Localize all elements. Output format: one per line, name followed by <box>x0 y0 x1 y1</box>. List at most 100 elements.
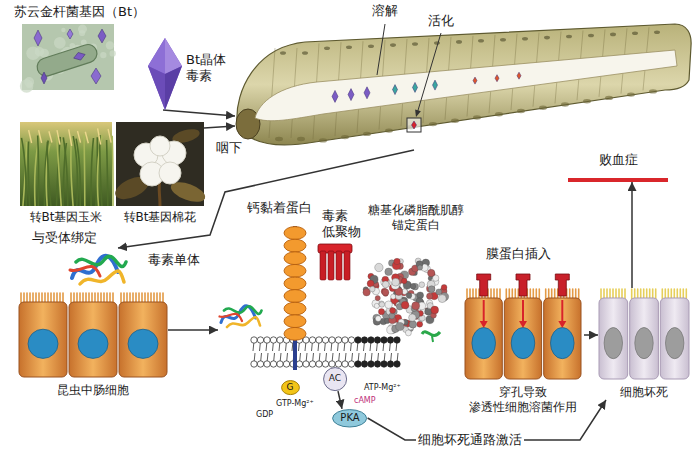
membrane-illustration-part <box>270 361 276 367</box>
edge-label: cAMP <box>352 396 378 406</box>
crystal-toxin-part <box>148 38 182 110</box>
caterpillar-figure-part <box>561 102 569 106</box>
membrane-illustration-part <box>368 337 374 343</box>
corn-photo-part <box>47 142 51 206</box>
gpi-anchor-protein-part <box>363 289 370 296</box>
caterpillar-figure-part <box>319 138 327 142</box>
corn-photo <box>20 122 112 206</box>
necrotic-cells-part <box>600 289 602 299</box>
necrotic-cells <box>598 288 690 380</box>
gpi-anchor-protein-part <box>379 301 384 306</box>
bacteria-photo-part <box>20 79 34 93</box>
caterpillar-figure-part <box>583 99 591 103</box>
caterpillar-figure-part <box>297 137 305 141</box>
gpi-anchor-protein <box>360 250 452 342</box>
toxin-oligomer-part <box>328 251 334 280</box>
edge-label: 与受体绑定 <box>30 230 99 246</box>
necrotic-cells-part <box>655 289 657 299</box>
node-label: 败血症 <box>599 152 638 168</box>
pore-cells-part <box>538 289 540 299</box>
corn-photo-part <box>63 137 67 206</box>
node-label: 膜蛋白插入 <box>486 246 551 262</box>
caterpillar-figure-part <box>407 118 421 132</box>
caterpillar-figure-part <box>495 112 503 116</box>
caterpillar-figure-part <box>539 106 547 110</box>
bacteria-photo-part <box>61 28 65 32</box>
gpi-anchor-protein-part <box>410 283 416 289</box>
necrotic-cells-part <box>631 289 633 299</box>
pore-cells-part <box>544 298 581 379</box>
molecule-label: AC <box>329 373 341 384</box>
gpi-anchor-protein-part <box>379 302 385 308</box>
illustration-node: 溶解活化 <box>235 3 693 150</box>
node-label: 活化 <box>428 13 454 29</box>
gpi-anchor-protein-part <box>417 321 423 327</box>
corn-photo-part <box>111 136 113 206</box>
node-label: 毒素 低聚物 <box>322 208 366 241</box>
molecule-shape-part <box>323 367 346 390</box>
caterpillar-figure-part <box>627 92 635 96</box>
pore-cells-part <box>522 300 524 322</box>
sepsis-bar-part <box>568 178 668 182</box>
caterpillar-figure-part <box>364 87 370 99</box>
necrotic-cells-part <box>604 328 622 359</box>
pore-cells-part <box>480 321 488 328</box>
molecule-label: GDP <box>256 410 273 420</box>
gpi-anchor-protein-part <box>394 258 400 264</box>
corn-photo-part <box>49 131 52 142</box>
pore-cells-part <box>511 328 535 359</box>
gpi-anchor-protein-part <box>406 293 412 299</box>
corn-photo-part <box>78 131 81 143</box>
membrane-illustration-part <box>316 337 322 343</box>
caterpillar-figure-part <box>433 80 438 90</box>
pore-cells-part <box>545 289 547 299</box>
arrow-connector <box>163 110 235 116</box>
gpi-anchor-protein-part <box>419 282 425 288</box>
node-label: 糖基化磷脂酰肌醇 锚定蛋白 <box>363 203 469 233</box>
pore-cells <box>464 262 582 380</box>
illustration-node: 毒素 低聚物 <box>318 208 366 280</box>
necrotic-cells-part <box>661 289 663 299</box>
caterpillar-figure-part <box>517 72 521 79</box>
cadherin-chain-part <box>284 302 306 315</box>
caterpillar-figure-part <box>412 121 417 129</box>
cadherin-chain-part <box>284 252 306 265</box>
cadherin-chain-part <box>220 314 243 321</box>
caterpillar-figure-part <box>544 36 550 40</box>
membrane-illustration-part <box>309 337 315 343</box>
caterpillar-figure-part <box>269 48 275 138</box>
illustration-node: 细胞坏死 <box>598 288 690 400</box>
gpi-anchor-protein-part <box>409 321 416 328</box>
caterpillar-figure-part <box>390 43 396 47</box>
toxin-monomer <box>68 248 128 288</box>
caterpillar-figure-part <box>451 119 459 123</box>
bacteria-photo-part <box>34 30 42 46</box>
molecule-label: G <box>287 382 294 393</box>
corn-photo-part <box>29 130 32 143</box>
cadherin-chain-part <box>227 317 260 327</box>
membrane-illustration-part <box>303 361 309 367</box>
illustration-node: 膜蛋白插入穿孔导致 渗透性细胞溶菌作用 <box>462 246 584 415</box>
caterpillar-figure-part <box>632 32 638 36</box>
node-label: 毒素单体 <box>148 252 200 268</box>
pore-cells-part <box>561 300 563 322</box>
arrow-connector <box>631 182 633 288</box>
illustration-node: 糖基化磷脂酰肌醇 锚定蛋白 <box>360 203 469 342</box>
gpi-anchor-protein-part <box>432 336 433 342</box>
pore-cells-part <box>504 298 541 379</box>
toxin-oligomer-part <box>336 251 342 280</box>
caterpillar-figure-part <box>522 37 528 41</box>
caterpillar-figure-part <box>429 122 437 126</box>
pore-cells-part <box>516 274 530 296</box>
caterpillar-figure-part <box>610 33 616 37</box>
corn-photo-part <box>69 129 72 146</box>
midgut-cells-part <box>78 329 108 358</box>
corn-photo-part <box>98 128 101 144</box>
caterpillar-figure <box>235 22 693 150</box>
gpi-anchor-protein-part <box>422 332 440 336</box>
membrane-illustration-part <box>257 337 263 343</box>
gpi-anchor-protein-part <box>417 265 422 270</box>
bacteria-photo-part <box>106 41 114 49</box>
bacteria-photo-part <box>72 51 86 62</box>
gpi-anchor-protein-part <box>431 306 439 314</box>
